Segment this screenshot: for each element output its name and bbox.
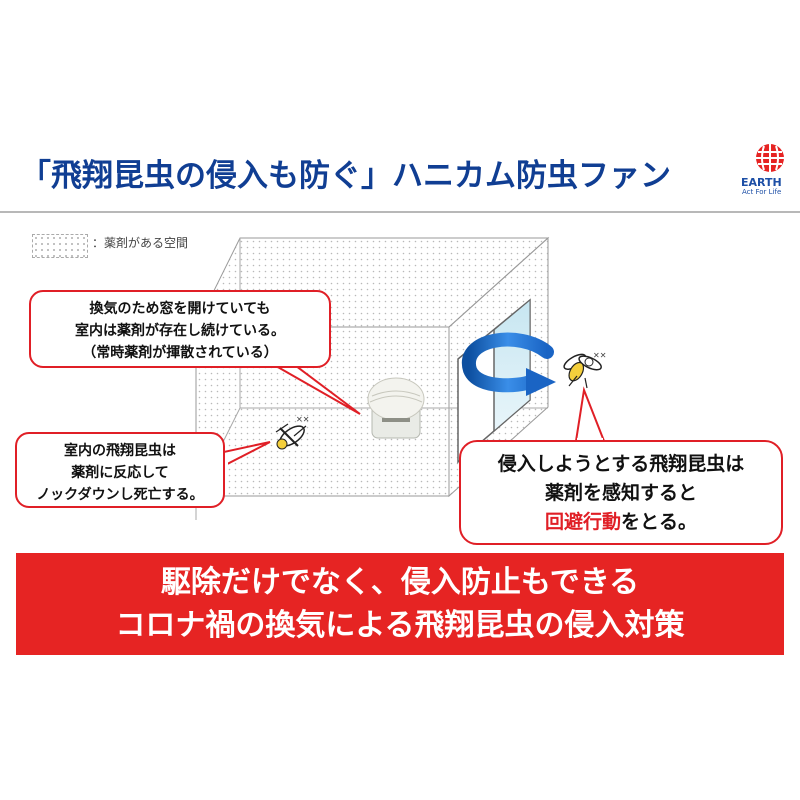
- callout-window-open: 換気のため窓を開けていても 室内は薬剤が存在し続けている。 （常時薬剤が揮散され…: [29, 290, 331, 368]
- earth-logo-tagline: Act For Life: [742, 188, 782, 196]
- highlight-text: 回避行動: [544, 511, 621, 533]
- earth-logo-text: EARTH: [741, 176, 782, 189]
- earth-globe-icon: [756, 144, 784, 172]
- page-title: 「飛翔昆虫の侵入も防ぐ」ハニカム防虫ファン: [20, 158, 671, 194]
- svg-text:✕✕: ✕✕: [296, 415, 309, 424]
- legend-swatch: [32, 234, 88, 258]
- callout-outdoor-insect: 侵入しようとする飛翔昆虫は 薬剤を感知すると 回避行動をとる。: [459, 440, 783, 545]
- callout-line: 換気のため窓を開けていても: [89, 301, 271, 317]
- mosquito-indoor-icon: ✕✕: [275, 415, 309, 450]
- callout-line: 薬剤に反応して: [71, 465, 169, 481]
- callout-line: （常時薬剤が揮散されている）: [82, 345, 278, 361]
- callout-line: 薬剤を感知すると: [544, 482, 697, 504]
- callout-outdoor-tail: [574, 386, 606, 442]
- callout-indoor-insect: 室内の飛翔昆虫は 薬剤に反応して ノックダウンし死亡する。: [15, 432, 225, 508]
- callout-line: 室内は薬剤が存在し続けている。: [75, 323, 285, 339]
- honeycomb-fan-device: [367, 377, 425, 439]
- svg-text:✕✕: ✕✕: [593, 351, 606, 360]
- callout-text: をとる。: [621, 511, 698, 533]
- banner-line: 駆除だけでなく、侵入防止もできる: [160, 565, 640, 600]
- repel-arrow-icon: [461, 332, 556, 396]
- callout-line: 回避行動をとる。: [461, 508, 781, 537]
- header-divider: [0, 211, 800, 213]
- legend-label: ：薬剤がある空間: [92, 236, 189, 250]
- summary-banner: 駆除だけでなく、侵入防止もできる コロナ禍の換気による飛翔昆虫の侵入対策: [16, 553, 784, 655]
- callout-line: 室内の飛翔昆虫は: [64, 443, 176, 459]
- mosquito-outdoor-icon: ✕✕: [563, 351, 606, 389]
- banner-line: コロナ禍の換気による飛翔昆虫の侵入対策: [115, 608, 685, 643]
- callout-line: ノックダウンし死亡する。: [36, 487, 204, 503]
- callout-line: 侵入しようとする飛翔昆虫は: [497, 453, 745, 475]
